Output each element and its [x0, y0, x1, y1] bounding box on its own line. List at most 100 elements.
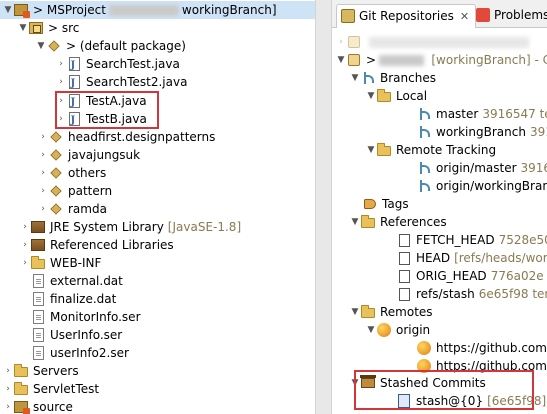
- ref-name: ORIG_HEAD: [416, 269, 487, 283]
- repo-row[interactable]: ▼ > [workingBranch] - C: [336, 51, 547, 69]
- close-icon[interactable]: ✕: [459, 10, 470, 23]
- collapse-arrow-icon[interactable]: ▼: [4, 5, 12, 15]
- tree-file-testa[interactable]: › TestA.java: [56, 92, 147, 112]
- branches-label: Branches: [380, 71, 436, 85]
- ref-item[interactable]: refs/stash 6e65f98 temp: [396, 285, 547, 303]
- collapse-arrow-icon[interactable]: ▼: [337, 55, 345, 65]
- remote-url-push[interactable]: https://github.com/p: [416, 357, 547, 375]
- collapse-arrow-icon[interactable]: ▼: [351, 73, 359, 83]
- src-label: > src: [48, 21, 80, 35]
- expand-arrow-icon[interactable]: ›: [59, 59, 63, 69]
- tree-references[interactable]: ▼ References: [350, 213, 447, 231]
- tree-package[interactable]: › others: [38, 164, 106, 182]
- ref-item[interactable]: HEAD [refs/heads/worki: [396, 249, 547, 267]
- branch-item[interactable]: master 3916547 tes: [416, 105, 547, 123]
- java-project-icon: [13, 2, 30, 18]
- tree-file[interactable]: › SearchTest.java: [56, 55, 180, 75]
- collapse-arrow-icon[interactable]: ▼: [351, 378, 359, 388]
- repo-row-other[interactable]: ›: [336, 33, 547, 51]
- branch-name: workingBranch: [436, 125, 526, 139]
- branch-icon: [360, 70, 376, 86]
- tree-branches[interactable]: ▼ Branches: [350, 69, 436, 87]
- tree-data-file[interactable]: MonitorInfo.ser: [30, 308, 141, 326]
- collapse-arrow-icon[interactable]: ▼: [367, 145, 375, 155]
- tree-file-testb[interactable]: › TestB.java: [56, 110, 147, 130]
- branch-item[interactable]: origin/workingBranch: [416, 177, 547, 195]
- tree-project[interactable]: › source: [3, 398, 73, 414]
- view-tab-bar: Git Repositories✕ Problems: [332, 0, 547, 28]
- jre-label: JRE System Library: [50, 220, 164, 234]
- expand-arrow-icon[interactable]: ›: [41, 186, 45, 196]
- collapse-arrow-icon[interactable]: ▼: [367, 325, 375, 335]
- library-icon: [30, 237, 46, 253]
- tree-local[interactable]: ▼ Local: [366, 87, 427, 105]
- tree-project[interactable]: › Servers: [3, 362, 79, 380]
- tree-jre-library[interactable]: › JRE System Library [JavaSE-1.8]: [20, 218, 241, 236]
- stash-item[interactable]: stash@{0} [6e65f98] temp: [396, 392, 547, 410]
- tree-package[interactable]: › ramda: [38, 200, 107, 218]
- expand-arrow-icon[interactable]: ›: [59, 96, 63, 106]
- branch-item-current[interactable]: workingBranch 3916: [416, 123, 547, 141]
- project-name: > MSProject: [33, 3, 106, 17]
- expand-arrow-icon[interactable]: ›: [6, 366, 10, 376]
- expand-arrow-icon[interactable]: ›: [6, 402, 10, 412]
- remote-url-fetch[interactable]: https://github.com/p: [416, 339, 547, 357]
- tab-git-repositories[interactable]: Git Repositories✕: [336, 4, 477, 28]
- branch-item[interactable]: origin/master 39165: [416, 159, 547, 177]
- file-label: SearchTest.java: [86, 57, 180, 71]
- tree-data-file[interactable]: finalize.dat: [30, 290, 116, 308]
- tree-project[interactable]: › ServletTest: [3, 380, 99, 398]
- expand-arrow-icon[interactable]: ›: [41, 168, 45, 178]
- collapse-arrow-icon[interactable]: ▼: [19, 23, 27, 33]
- tree-data-file[interactable]: external.dat: [30, 272, 123, 290]
- expand-arrow-icon[interactable]: ›: [23, 222, 27, 232]
- folder-icon: [30, 255, 46, 271]
- tree-package[interactable]: › pattern: [38, 182, 112, 200]
- expand-arrow-icon[interactable]: ›: [41, 204, 45, 214]
- collapse-arrow-icon[interactable]: ▼: [37, 41, 45, 51]
- tree-stashed-commits[interactable]: ▼ Stashed Commits: [350, 374, 486, 392]
- branch-info: 3916547 tes: [482, 107, 547, 121]
- tree-package[interactable]: › headfirst.designpatterns: [38, 128, 215, 146]
- tree-default-package[interactable]: ▼ > (default package): [36, 37, 186, 55]
- tree-remote-tracking[interactable]: ▼ Remote Tracking: [366, 141, 496, 159]
- package-icon: [46, 38, 62, 54]
- tree-webinf-folder[interactable]: › WEB-INF: [20, 254, 101, 272]
- expand-arrow-icon[interactable]: ›: [59, 114, 63, 124]
- ref-item[interactable]: ORIG_HEAD 776a02e gi: [396, 267, 547, 285]
- folder-icon: [360, 214, 376, 230]
- tree-origin[interactable]: ▼ origin: [366, 321, 430, 339]
- expand-arrow-icon[interactable]: ›: [59, 77, 63, 87]
- file-label: TestB.java: [86, 112, 147, 126]
- collapse-arrow-icon[interactable]: ▼: [351, 307, 359, 317]
- branch-icon: [416, 178, 432, 194]
- tree-src-folder[interactable]: ▼ > src: [18, 19, 80, 37]
- tree-data-file[interactable]: userInfo2.ser: [30, 344, 129, 362]
- expand-arrow-icon[interactable]: ›: [41, 132, 45, 142]
- tree-referenced-libraries[interactable]: › Referenced Libraries: [20, 236, 174, 254]
- expand-arrow-icon[interactable]: ›: [23, 240, 27, 250]
- expand-arrow-icon[interactable]: ›: [23, 258, 27, 268]
- tree-data-file[interactable]: UserInfo.ser: [30, 326, 122, 344]
- ref-icon: [396, 268, 412, 284]
- collapse-arrow-icon[interactable]: ▼: [367, 91, 375, 101]
- tree-file[interactable]: › SearchTest2.java: [56, 73, 187, 93]
- ref-libs-label: Referenced Libraries: [50, 238, 174, 252]
- package-icon: [48, 201, 64, 217]
- tree-package[interactable]: › javajungsuk: [38, 146, 140, 164]
- collapse-arrow-icon[interactable]: ▼: [351, 217, 359, 227]
- expand-arrow-icon[interactable]: ›: [6, 384, 10, 394]
- commit-icon: [396, 393, 412, 409]
- tree-project-msproject[interactable]: ▼ > MSProject workingBranch]: [0, 1, 315, 19]
- expand-arrow-icon[interactable]: ›: [41, 150, 45, 160]
- view-divider[interactable]: [315, 0, 332, 414]
- tree-tags[interactable]: Tags: [362, 195, 409, 213]
- expand-arrow-icon[interactable]: ›: [339, 37, 343, 47]
- tree-remotes[interactable]: ▼ Remotes: [350, 303, 433, 321]
- ref-item[interactable]: FETCH_HEAD 7528e50: [396, 231, 547, 249]
- tab-problems[interactable]: Problems: [472, 4, 547, 28]
- redacted-text: [369, 36, 529, 48]
- package-icon: [48, 183, 64, 199]
- branch-icon: [416, 160, 432, 176]
- redacted-text: [379, 54, 425, 66]
